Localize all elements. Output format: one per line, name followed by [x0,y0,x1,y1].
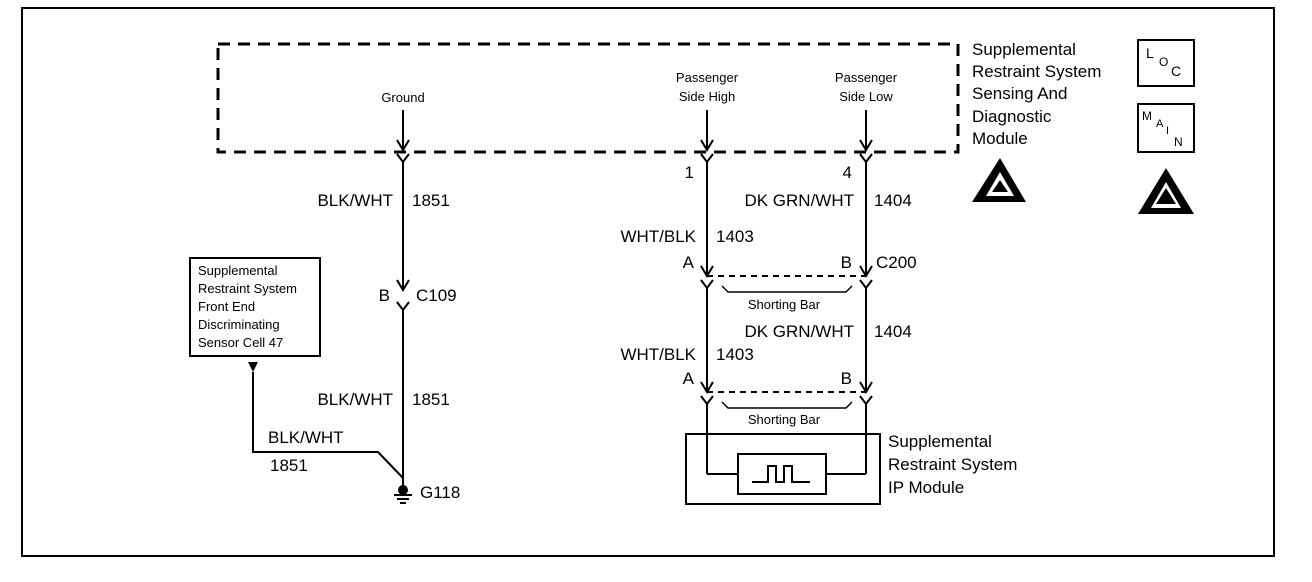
connector-name-label: C109 [416,286,457,305]
pin-label-low: Side Low [839,89,893,104]
pin-number: 1 [685,163,694,182]
wire-color-label: WHT/BLK [620,345,696,364]
connector-pin-label: A [683,253,695,272]
ground-label: G118 [420,483,460,502]
esd-warning-icon [972,158,1026,202]
sdm-title-line: Module [972,129,1028,148]
sdm-title-line: Sensing And [972,84,1067,103]
shorting-bar [721,401,853,409]
wire-color-label: BLK/WHT [317,191,393,210]
connector-pin-label: B [841,369,852,388]
svg-text:Supplemental: Supplemental [198,263,278,278]
main-icon: M A I N [1137,103,1195,153]
wire-circuit-label: 1403 [716,345,754,364]
pin-label-high: Side High [679,89,735,104]
sdm-title: Supplemental Restraint System Sensing An… [972,40,1101,148]
svg-text:O: O [1159,55,1168,69]
wire-circuit-label: 1404 [874,191,912,210]
wire-circuit-label: 1851 [412,390,450,409]
ip-module-box [685,433,881,505]
connector-pin-label: A [683,369,695,388]
ip-module-label: Supplemental Restraint System IP Module [888,432,1017,497]
sensor-wire [248,362,404,479]
wire-circuit-label: 1851 [412,191,450,210]
svg-text:I: I [1166,125,1169,137]
svg-text:C: C [1171,63,1181,79]
svg-text:A: A [1156,118,1164,130]
pin-label-low: Passenger [835,70,898,85]
svg-text:N: N [1174,135,1183,149]
svg-text:Restraint System: Restraint System [198,281,297,296]
shorting-bar-label: Shorting Bar [748,412,821,427]
sdm-title-line: Supplemental [972,40,1076,59]
shorting-bar-label: Shorting Bar [748,297,821,312]
svg-text:IP Module: IP Module [888,478,964,497]
pin-label-ground: Ground [381,90,424,105]
diagram-frame [21,7,1275,557]
sdm-module-box [216,42,960,154]
wire-color-label: DK GRN/WHT [744,191,854,210]
sdm-title-line: Diagnostic [972,107,1052,126]
svg-text:Restraint System: Restraint System [888,455,1017,474]
ground-icon [394,485,412,504]
right-wires [700,153,873,475]
pin-number: 4 [843,163,852,182]
wire-color-label: DK GRN/WHT [744,322,854,341]
connector-pin-label: B [841,253,852,272]
connector-pin-label: B [379,286,390,305]
shorting-bar [721,285,853,293]
left-wire [396,153,410,488]
connector-name-label: C200 [876,253,917,272]
svg-text:L: L [1146,45,1154,61]
sensor-box [189,257,321,357]
svg-text:Front End: Front End [198,299,255,314]
wire-color-label: BLK/WHT [268,428,344,447]
svg-text:M: M [1142,109,1152,123]
svg-text:Discriminating: Discriminating [198,317,280,332]
wire-circuit-label: 1404 [874,322,912,341]
sensor-label: Supplemental Restraint System Front End … [198,263,297,350]
wire-circuit-label: 1851 [270,456,308,475]
wire-color-label: WHT/BLK [620,227,696,246]
svg-text:Supplemental: Supplemental [888,432,992,451]
inflator-symbol [752,465,810,483]
pin-label-high: Passenger [676,70,739,85]
wire-circuit-label: 1403 [716,227,754,246]
loc-icon: L O C [1137,39,1195,87]
esd-warning-icon [1138,168,1194,214]
sdm-title-line: Restraint System [972,62,1101,81]
svg-text:Sensor Cell 47: Sensor Cell 47 [198,335,283,350]
inflator-element [737,453,827,495]
wire-color-label: BLK/WHT [317,390,393,409]
pin-arrow [396,110,873,152]
